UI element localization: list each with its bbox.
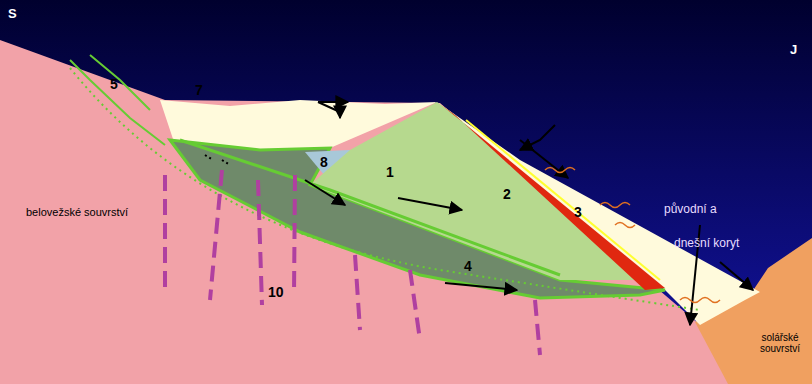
direction-label: S <box>8 6 17 21</box>
callout-number: 1 <box>386 164 394 180</box>
formation-label: belovežské souvrství <box>26 206 128 218</box>
direction-label: J <box>790 42 797 57</box>
yellow-line <box>466 120 660 280</box>
slip-plane <box>70 60 165 145</box>
callout-number: 8 <box>320 154 328 170</box>
slip-plane <box>180 140 560 275</box>
squiggles <box>545 168 720 303</box>
faults <box>165 170 540 355</box>
dots <box>205 155 230 165</box>
callout-number: 5 <box>110 76 118 92</box>
callout-number: 7 <box>195 82 203 98</box>
channel-label: dnešní koryt <box>674 236 739 250</box>
callout-number: 10 <box>268 284 284 300</box>
red-band <box>440 104 665 290</box>
bedrock <box>0 40 730 384</box>
callout-number: 4 <box>464 258 472 274</box>
dotted-plane <box>70 68 700 310</box>
callout-number: 3 <box>574 204 582 220</box>
callout-number: 2 <box>503 186 511 202</box>
motion-arrows <box>305 102 753 325</box>
channel-label: původní a <box>664 202 717 216</box>
formation-label: solářské souvrství <box>752 332 808 354</box>
slip-plane <box>90 55 150 110</box>
